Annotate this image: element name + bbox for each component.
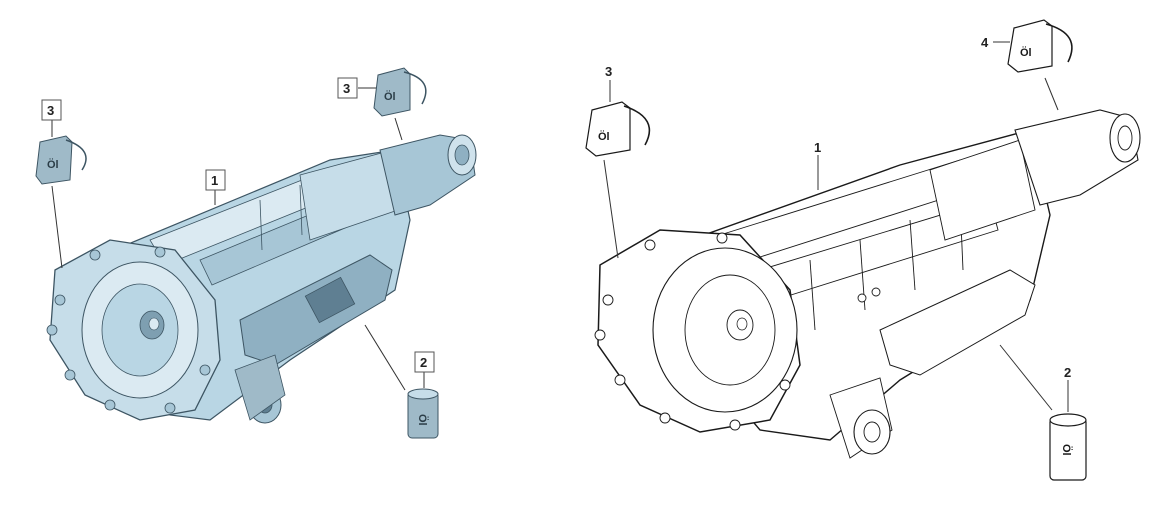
- right-oil-label-b: Öl: [1020, 46, 1032, 59]
- right-oil-bottle: Öl: [1049, 413, 1087, 481]
- right-oil-pan: [879, 269, 1036, 376]
- left-callout-3a: 3: [41, 99, 62, 121]
- left-oil-canister-b: Öl: [373, 67, 427, 117]
- left-oil-label-c: Öl: [416, 414, 429, 426]
- right-oil-canister-4: Öl: [1007, 19, 1073, 73]
- right-oil-label-a: Öl: [598, 130, 610, 143]
- svg-text:3: 3: [47, 103, 54, 118]
- right-oil-label-c: Öl: [1060, 444, 1073, 456]
- right-callout-3: 3: [605, 64, 612, 79]
- left-oil-label-b: Öl: [384, 90, 396, 103]
- right-transmission: [594, 109, 1141, 459]
- svg-text:3: 3: [343, 81, 350, 96]
- left-callout-2: 2: [414, 351, 435, 373]
- left-oil-bottle: Öl: [407, 388, 439, 439]
- right-callout-4: 4: [981, 35, 989, 50]
- svg-text:1: 1: [211, 173, 218, 188]
- left-oil-canister-a: Öl: [35, 135, 87, 185]
- right-callout-2: 2: [1064, 365, 1071, 380]
- left-illustration: Öl Öl Öl 1 3 3: [35, 67, 477, 439]
- left-oil-label-a: Öl: [47, 158, 59, 171]
- right-callout-1: 1: [814, 140, 821, 155]
- right-oil-canister-3: Öl: [585, 101, 651, 157]
- right-illustration: Öl Öl Öl 3 1 4 2: [585, 19, 1141, 481]
- right-rear-extension: [1014, 109, 1139, 206]
- svg-text:2: 2: [420, 355, 427, 370]
- left-transmission: [46, 134, 477, 424]
- left-callout-3b: 3: [337, 77, 358, 99]
- left-callout-1: 1: [205, 169, 226, 191]
